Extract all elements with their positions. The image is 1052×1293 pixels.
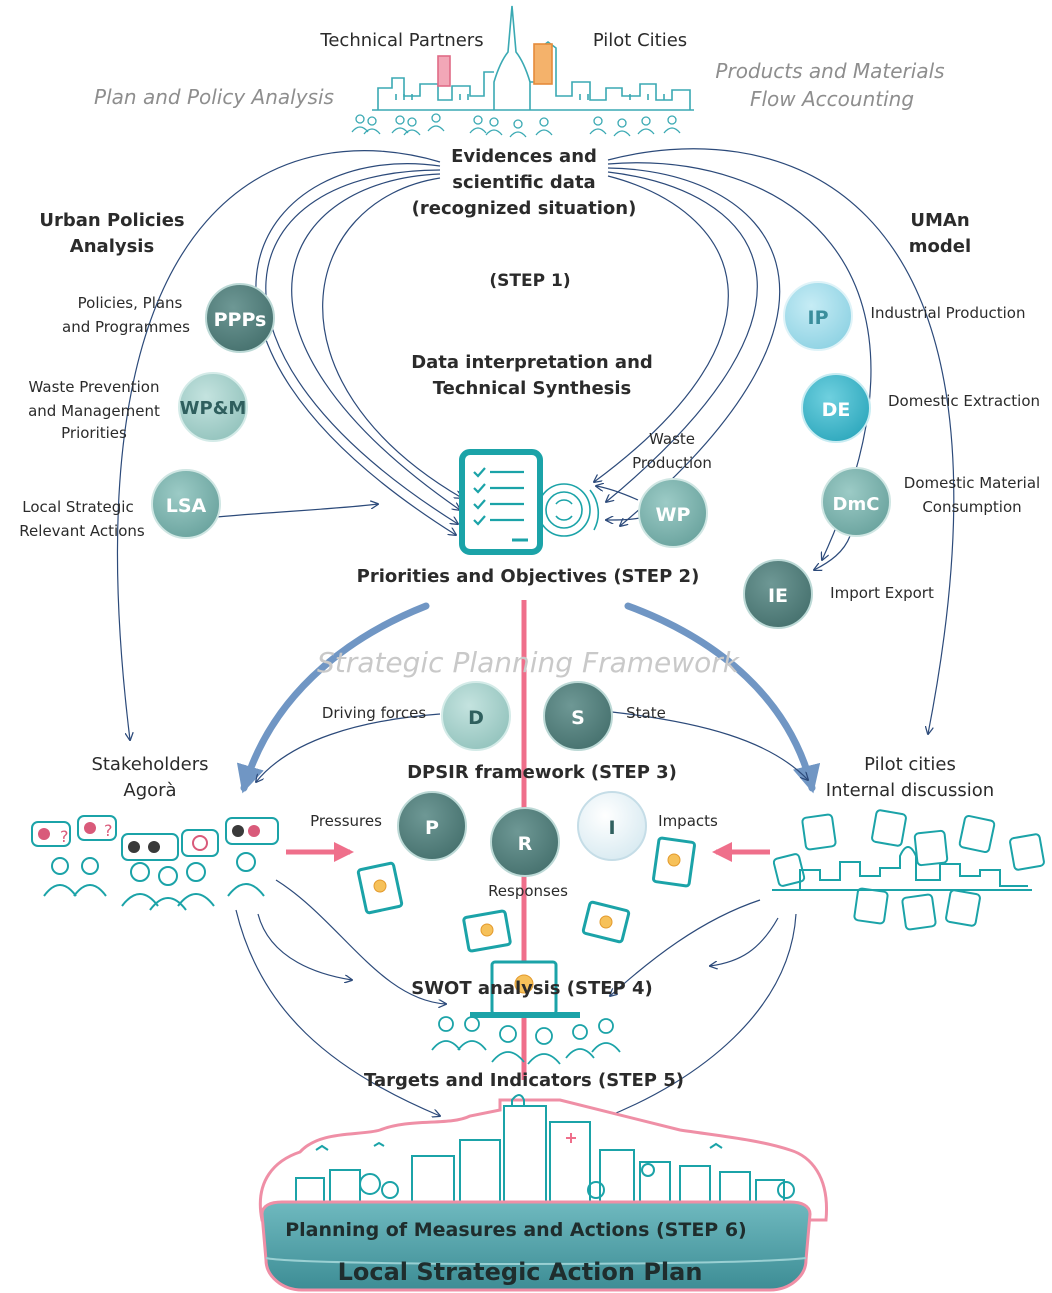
wp-description-1: Waste [649,430,695,448]
products-flow-label-2: Flow Accounting [750,87,914,111]
node-wpm: WP&M [178,372,248,442]
recycle-gear-icon [537,483,600,537]
node-s: S [543,681,613,751]
ie-description: Import Export [830,584,934,602]
de-description: Domestic Extraction [888,392,1040,410]
wpm-description-2: and Management [28,402,160,420]
speech-bubble-icons: ? ? [31,815,279,861]
lightbulb-tablet-icon-3 [462,909,512,953]
lower-converging-lines [235,879,797,1118]
node-ppps: PPPs [205,283,275,353]
priorities-tablet-icon [459,449,600,555]
wp-description-2: Production [632,454,712,472]
swot-label: SWOT analysis (STEP 4) [411,978,653,999]
node-d: D [441,681,511,751]
node-lsa-label: LSA [166,495,207,517]
node-de-label: DE [822,399,851,421]
step2-label: Priorities and Objectives (STEP 2) [357,566,700,587]
wpm-description-1: Waste Prevention [29,378,160,396]
node-s-label: S [571,707,585,729]
ppps-description-1: Policies, Plans [78,294,183,312]
node-wp-label: WP [656,504,691,526]
dmc-description-1: Domestic Material [904,474,1040,492]
urban-policies-label-1: Urban Policies [39,210,184,231]
node-ie-label: IE [768,585,788,607]
evidences-label-2: scientific data [452,172,595,193]
wpm-description-3: Priorities [61,424,127,442]
node-wpm-label: WP&M [180,398,247,419]
evidences-label-1: Evidences and [451,146,597,167]
node-ip-label: IP [808,307,829,329]
pressures-label: Pressures [310,812,382,830]
evidences-label-3: (recognized situation) [412,198,637,219]
pilot-cities-label: Pilot Cities [593,30,687,51]
person-group-icon-2 [391,113,445,136]
top-city-skyline [372,5,694,111]
lsa-description-1: Local Strategic [22,498,133,516]
main-flow-arrows [236,602,821,794]
people-icons [43,852,265,911]
responses-label: Responses [488,882,568,900]
node-i-label: I [608,817,615,839]
plan-policy-analysis-label: Plan and Policy Analysis [94,85,334,109]
node-ppps-label: PPPs [214,309,267,331]
node-de: DE [801,373,871,443]
pilot-cities-icon [772,809,1045,931]
urban-policies-label-2: Analysis [70,236,154,257]
node-r-label: R [518,833,533,855]
person-group-icon-1 [351,114,381,135]
node-wp: WP [638,478,708,548]
targets-label: Targets and Indicators (STEP 5) [364,1070,684,1091]
node-ie: IE [743,559,813,629]
lsa-description-2: Relevant Actions [19,522,145,540]
uman-label-1: UMAn [910,210,969,231]
step1-label: (STEP 1) [489,271,570,291]
stakeholders-label-1: Stakeholders [91,754,208,775]
pilot-cities-discussion-1: Pilot cities [864,754,956,775]
swot-board-icon [470,960,580,1018]
interpretation-label-2: Technical Synthesis [433,378,632,399]
node-dmc: DmC [821,467,891,537]
connector-curves [116,148,955,740]
top-people-icons [351,113,681,138]
svg-text:?: ? [60,827,69,846]
node-p: P [397,791,467,861]
svg-text:?: ? [104,821,113,840]
technical-partners-label: Technical Partners [319,30,483,51]
planning-step6-label: Planning of Measures and Actions (STEP 6… [285,1219,747,1241]
node-lsa: LSA [151,469,221,539]
impacts-label: Impacts [658,812,718,830]
person-group-icon-4 [589,115,681,137]
state-label: State [626,704,666,722]
lightbulb-tablet-icon-2 [652,836,696,888]
node-p-label: P [425,817,439,839]
node-d-label: D [468,707,484,729]
node-ip: IP [783,281,853,351]
strategic-framework-label: Strategic Planning Framework [317,646,741,679]
ip-description: Industrial Production [871,304,1026,322]
node-r: R [490,807,560,877]
stakeholders-agora-icon: ? ? [31,815,279,911]
action-plan-base [260,1200,812,1292]
dmc-description-2: Consumption [922,498,1021,516]
lightbulb-tablet-icon-4 [581,900,631,944]
node-dmc-label: DmC [833,494,880,515]
driving-forces-label: Driving forces [322,704,426,722]
products-flow-label-1: Products and Materials [715,59,944,83]
dpsir-arrows [256,711,808,782]
dpsir-title: DPSIR framework (STEP 3) [407,762,677,783]
pilot-cities-discussion-2: Internal discussion [826,780,994,801]
swot-people-icon [431,1016,621,1065]
interpretation-label-1: Data interpretation and [411,352,653,373]
idea-tablet-icons [356,836,696,953]
person-group-icon-3 [469,115,553,138]
stakeholders-label-2: Agorà [123,780,176,801]
lightbulb-tablet-icon-1 [356,861,404,915]
local-strategic-action-plan-label: Local Strategic Action Plan [338,1258,703,1286]
node-i: I [577,791,647,861]
ppps-description-2: and Programmes [62,318,190,336]
uman-label-2: model [909,236,971,257]
